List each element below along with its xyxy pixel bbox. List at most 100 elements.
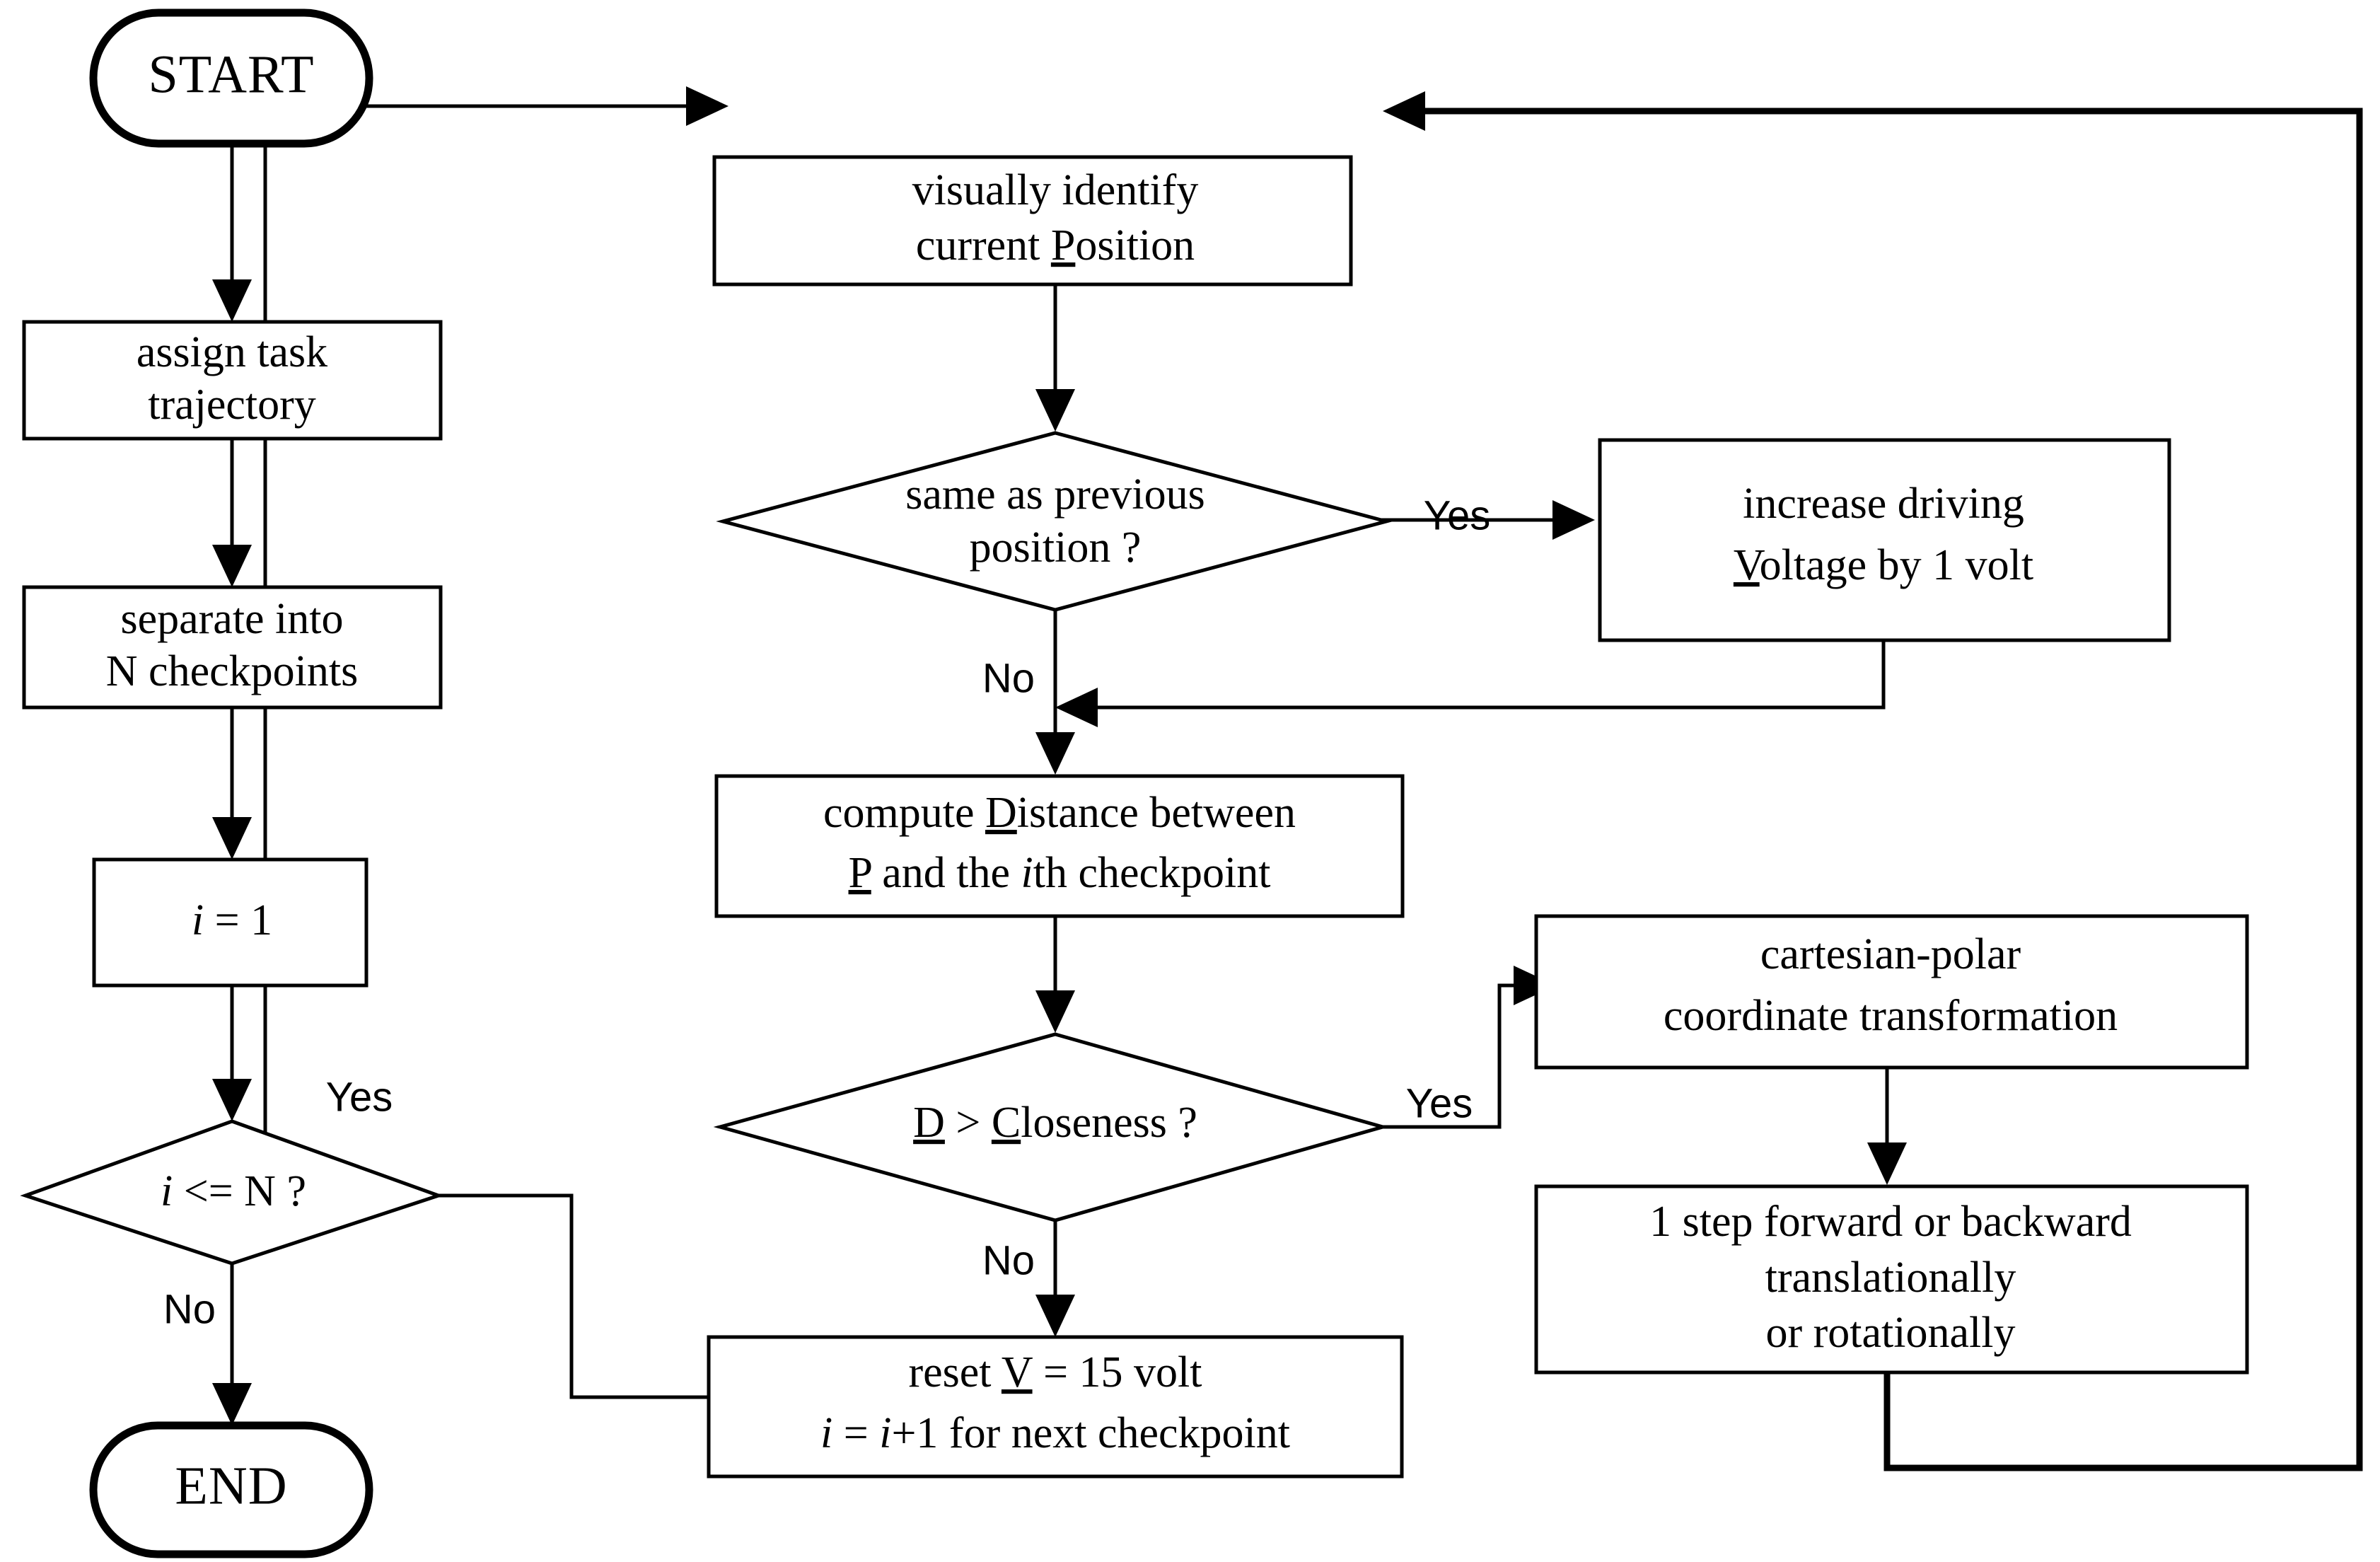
arrowhead-sameprev [1035, 389, 1075, 432]
loop-check-shape [20, 1119, 444, 1266]
reset-voltage-line2: i = i+1 for next checkpoint [820, 1409, 1290, 1457]
rv-l1-key: V [1002, 1348, 1033, 1396]
end-label: END [175, 1456, 287, 1515]
increase-voltage-line1: increase driving [1743, 480, 2024, 528]
cartesian-polar-line2: coordinate transformation [1664, 992, 2118, 1040]
assign-task-line1: assign task [137, 328, 327, 376]
node-reset-voltage[interactable]: reset V = 15 volt i = i+1 for next check… [707, 1335, 1404, 1479]
init-i-rest: = 1 [204, 896, 272, 944]
start-label: START [148, 45, 314, 104]
node-same-as-previous[interactable]: same as previous position ? [716, 431, 1393, 612]
arrowhead-closeness [1035, 990, 1075, 1033]
node-compute-distance[interactable]: compute Distance between P and the ith c… [714, 774, 1405, 918]
loop-check-var: i [161, 1167, 173, 1215]
separate-shape [22, 585, 443, 710]
label-close-no: No [982, 1237, 1035, 1283]
node-visually-identify[interactable]: visually identify current Position [712, 155, 1353, 287]
label-same-yes: Yes [1424, 492, 1491, 538]
cd-l2-post: th checkpoint [1033, 849, 1271, 897]
end-shape [89, 1421, 373, 1558]
visually-identify-shape [712, 155, 1353, 287]
node-init-i[interactable]: i = 1 [92, 857, 368, 988]
visually-identify-line2: current Position [916, 221, 1195, 270]
node-end[interactable]: END [89, 1421, 373, 1558]
init-i-var: i [192, 896, 204, 944]
node-one-step[interactable]: 1 step forward or backward translational… [1534, 1184, 2249, 1375]
arrowhead-compute [1035, 732, 1075, 775]
loop-check-label: i <= N ? [161, 1167, 306, 1215]
separate-line1: separate into [120, 595, 343, 643]
node-closeness-check[interactable]: D > Closeness ? [713, 1032, 1390, 1222]
compute-distance-line1: compute Distance between [823, 789, 1296, 837]
arrowhead-identify-left [686, 86, 728, 126]
one-step-line3: or rotationally [1766, 1309, 2016, 1357]
vi-line2-pre: current [916, 221, 1051, 270]
rv-l2-i2: i [879, 1409, 891, 1457]
label-same-no: No [982, 655, 1035, 701]
closeness-check-shape [713, 1032, 1390, 1222]
cd-l2-i: i [1021, 849, 1033, 897]
reset-voltage-shape [707, 1335, 1404, 1479]
visually-identify-line1: visually identify [912, 166, 1199, 214]
edge-voltage-to-merge [1082, 640, 1886, 710]
arrowhead-identify-right [1383, 91, 1425, 131]
connector-layer [204, 86, 2363, 1471]
iv-line2-post: oltage by 1 volt [1760, 541, 2033, 589]
same-as-previous-shape [716, 431, 1393, 612]
arrowhead-assign [212, 279, 252, 322]
arrowhead-end [212, 1383, 252, 1425]
cc-key-d: D [913, 1099, 945, 1147]
node-increase-voltage[interactable]: increase driving Voltage by 1 volt [1598, 438, 2171, 642]
compute-distance-shape [714, 774, 1405, 918]
cd-l2-mid: and the [871, 849, 1021, 897]
init-i-shape [92, 857, 368, 988]
one-step-shape [1534, 1184, 2249, 1375]
rv-l2-i1: i [820, 1409, 832, 1457]
vi-line2-key: P [1051, 221, 1075, 270]
vi-line2-post: osition [1075, 221, 1195, 270]
cc-post: loseness ? [1021, 1099, 1197, 1147]
cd-l1-post: istance between [1017, 789, 1296, 837]
cc-key-c: C [992, 1099, 1021, 1147]
arrowhead-init [212, 817, 252, 860]
node-separate[interactable]: separate into N checkpoints [22, 585, 443, 710]
cc-mid: > [945, 1099, 992, 1147]
cartesian-polar-shape [1534, 914, 2249, 1070]
closeness-check-label: D > Closeness ? [913, 1099, 1197, 1147]
arrowhead-loopcheck [212, 1079, 252, 1121]
rv-l2-post: +1 for next checkpoint [891, 1409, 1290, 1457]
label-loop-yes: Yes [326, 1074, 393, 1120]
reset-voltage-line1: reset V = 15 volt [909, 1348, 1202, 1396]
node-start[interactable]: START [89, 8, 373, 148]
separate-line2: N checkpoints [106, 647, 358, 695]
edge-onestep-to-identify [1411, 108, 2363, 1471]
assign-task-shape [22, 320, 443, 441]
increase-voltage-line2: Voltage by 1 volt [1734, 541, 2033, 589]
same-as-previous-line2: position ? [970, 523, 1142, 572]
rv-l1-pre: reset [909, 1348, 1002, 1396]
one-step-line2: translationally [1765, 1254, 2016, 1302]
rv-l2-mid: = [832, 1409, 879, 1457]
arrowhead-reset [1035, 1295, 1075, 1337]
cd-l2-key: P [849, 849, 871, 897]
cd-l1-pre: compute [823, 789, 985, 837]
same-as-previous-line1: same as previous [905, 470, 1205, 519]
node-assign-task[interactable]: assign task trajectory [22, 320, 443, 441]
one-step-line1: 1 step forward or backward [1649, 1198, 2132, 1246]
loop-check-rest: <= N ? [173, 1167, 306, 1215]
node-loop-check[interactable]: i <= N ? [20, 1119, 444, 1266]
cartesian-polar-line1: cartesian-polar [1760, 930, 2021, 978]
label-loop-no: No [163, 1286, 216, 1332]
node-cartesian-polar[interactable]: cartesian-polar coordinate transformatio… [1534, 914, 2249, 1070]
arrowhead-merge-no [1055, 688, 1098, 727]
arrowhead-separate [212, 545, 252, 587]
start-shape [89, 8, 373, 148]
cd-l1-key: D [985, 789, 1017, 837]
arrowhead-voltage [1552, 500, 1595, 540]
assign-task-line2: trajectory [148, 381, 316, 429]
compute-distance-line2: P and the ith checkpoint [849, 849, 1271, 897]
label-close-yes: Yes [1406, 1080, 1473, 1126]
arrowhead-onestep [1867, 1142, 1907, 1185]
